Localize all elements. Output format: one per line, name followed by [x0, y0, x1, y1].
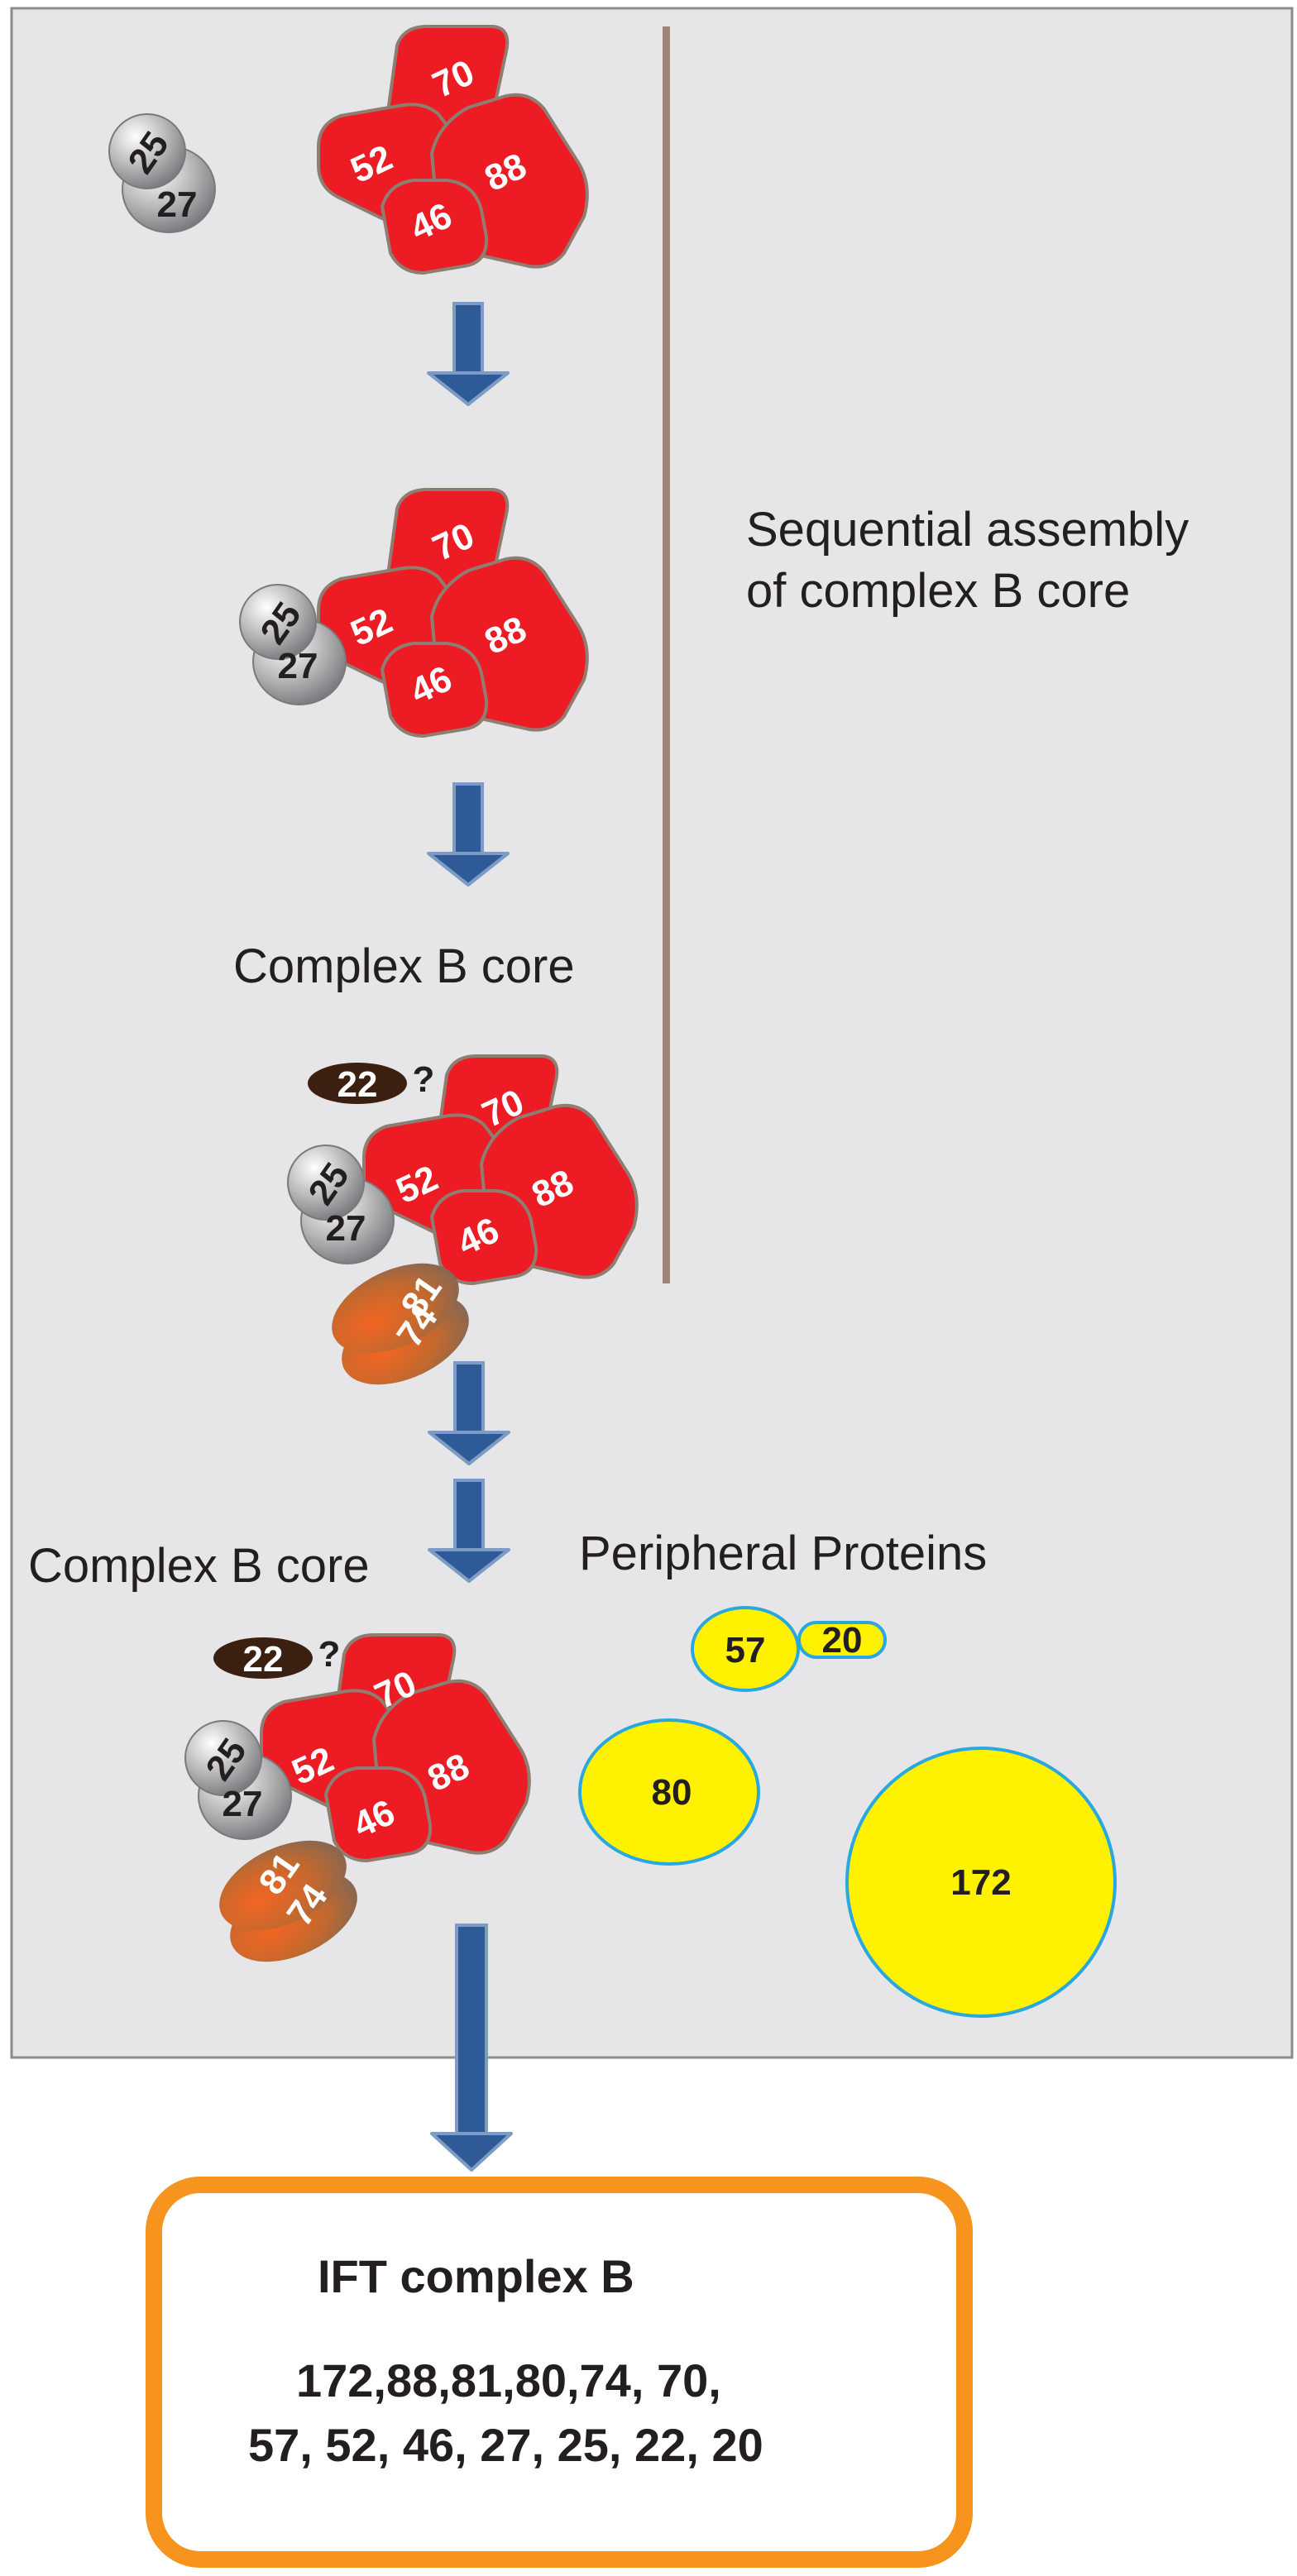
label-27: 27 [157, 184, 198, 225]
protein-20 [797, 1621, 887, 1659]
red-core-stage4 [260, 1633, 531, 1863]
label-22: 22 [243, 1639, 284, 1680]
protein-22 [213, 1637, 313, 1679]
result-title: IFT complex B [318, 2250, 634, 2302]
brown-dimer-81-74: 81 74 [332, 1263, 469, 1385]
result-list-line2: 57, 52, 46, 27, 25, 22, 20 [248, 2419, 763, 2471]
protein-46 [380, 642, 489, 738]
protein-25 [184, 1720, 262, 1796]
label-172: 172 [950, 1862, 1011, 1903]
label-57: 57 [725, 1630, 766, 1670]
protein-46 [380, 179, 489, 275]
protein-172 [845, 1747, 1117, 2018]
question-mark-2: ? [318, 1634, 341, 1675]
protein-25 [287, 1145, 365, 1221]
label-27: 27 [326, 1208, 366, 1249]
peripheral-proteins-label: Peripheral Proteins [579, 1527, 987, 1580]
assembly-panel [10, 7, 1294, 2059]
gray-dimer-stage3: 25 27 [287, 1145, 395, 1264]
assembly-label-line1: Sequential assembly [746, 503, 1189, 557]
protein-46 [323, 1766, 433, 1863]
protein-46 [429, 1189, 538, 1286]
protein-25 [239, 584, 317, 660]
stage-3: 22 ? 25 27 81 74 70 52 88 46 [287, 1054, 639, 1385]
label-20: 20 [822, 1620, 863, 1661]
divider-line [663, 26, 670, 1283]
protein-22 [308, 1063, 407, 1104]
question-mark-1: ? [413, 1059, 435, 1100]
protein-81 [219, 1840, 347, 1931]
stage-2: 25 27 70 52 88 46 [239, 488, 589, 738]
complex-b-core-label-2: Complex B core [28, 1539, 370, 1593]
label-27: 27 [223, 1784, 263, 1824]
complex-b-core-label-1: Complex B core [233, 939, 575, 993]
red-core-stage1 [317, 25, 589, 275]
ift-complex-b-box [146, 2177, 973, 2568]
protein-81 [332, 1263, 459, 1354]
peripheral-labels: 57 20 80 172 [652, 1620, 1012, 1903]
label-27: 27 [278, 646, 318, 686]
red-core-stage3 [362, 1054, 639, 1286]
red-core-stage2 [317, 488, 589, 738]
gray-dimer-25-27: 25 27 [108, 113, 216, 233]
stage-1: 25 27 70 52 88 46 [108, 25, 589, 275]
arrow-final [430, 1924, 513, 2172]
stage-4: 22 ? 25 27 81 74 70 52 88 46 [184, 1606, 1117, 2018]
gray-dimer-stage4: 25 27 [184, 1720, 292, 1840]
protein-25 [108, 113, 186, 189]
result-list-line1: 172,88,81,80,74, 70, [296, 2354, 721, 2406]
brown-dimer-81-74-stage4: 81 74 [219, 1840, 357, 1962]
label-80: 80 [652, 1772, 692, 1813]
label-22: 22 [337, 1064, 378, 1105]
assembly-label-line2: of complex B core [746, 564, 1130, 618]
protein-57 [691, 1606, 800, 1692]
gray-dimer-stage2: 25 27 [239, 584, 347, 705]
peripheral-proteins [578, 1606, 1117, 2018]
protein-80 [578, 1718, 760, 1866]
